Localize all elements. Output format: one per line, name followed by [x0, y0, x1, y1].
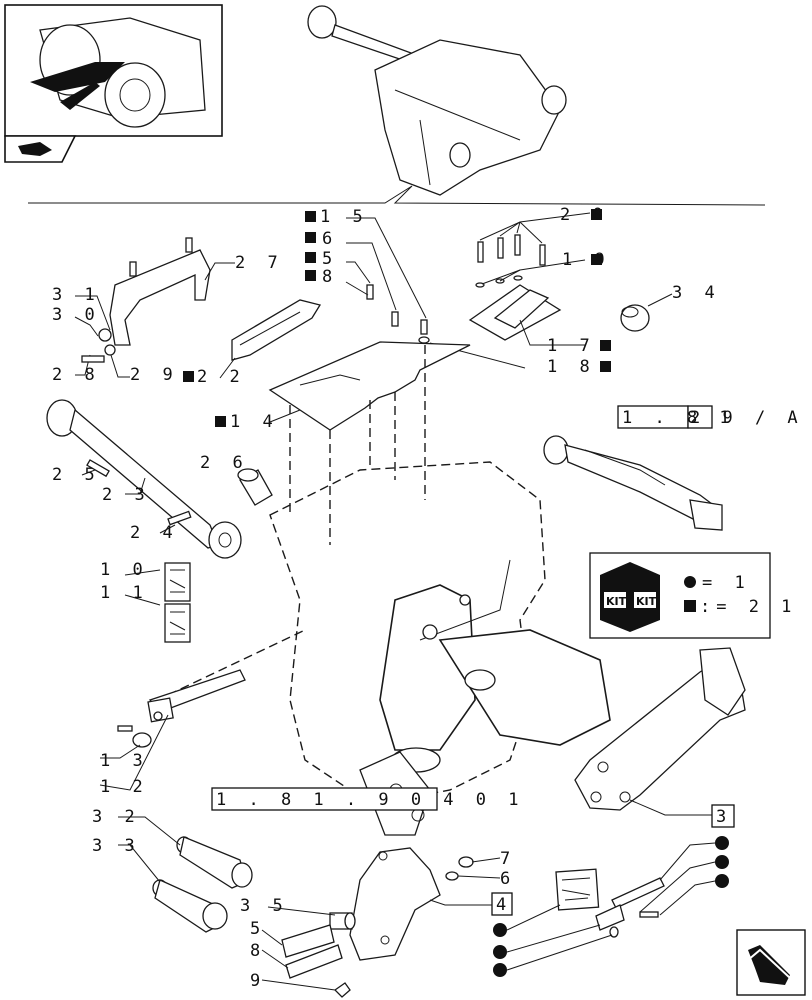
top-link[interactable]	[543, 435, 723, 531]
callout-7: 7	[500, 849, 516, 869]
callout-13: 1 3	[100, 751, 149, 771]
callout-23: 2 3	[102, 485, 151, 505]
pin-8[interactable]	[285, 944, 343, 979]
bolt-set-top[interactable]	[366, 284, 430, 344]
lower-link-arm[interactable]	[574, 647, 746, 811]
callout-11: 1 1	[100, 583, 149, 603]
decal-11[interactable]	[164, 603, 191, 643]
rubber-pad[interactable]	[620, 304, 650, 332]
lift-rod[interactable]	[147, 669, 246, 723]
cross-shaft[interactable]	[46, 399, 242, 559]
callout-34: 3 4	[672, 283, 721, 303]
sleeve[interactable]	[237, 468, 273, 506]
pin-hardware[interactable]	[81, 328, 116, 363]
reference-top-2[interactable]: 2 9 / A	[690, 408, 804, 428]
callout-15b: 5	[322, 249, 338, 269]
kit-label-1: KIT	[606, 595, 627, 608]
tractor-thumbnail[interactable]	[4, 4, 223, 137]
decal-plate[interactable]	[555, 868, 600, 911]
lever-handle[interactable]	[595, 877, 665, 938]
callout-33: 3 3	[92, 836, 141, 856]
callout-22: 2 2	[197, 367, 246, 387]
callout-35: 3 5	[240, 896, 289, 916]
clip-pin[interactable]	[117, 725, 152, 748]
kit-label-2: KIT	[636, 595, 657, 608]
callout-18b: 1 8	[547, 357, 596, 377]
category-icon[interactable]	[4, 135, 77, 163]
kit-square-entry: := 2 1	[700, 597, 797, 617]
callout-18: 8	[322, 267, 338, 287]
bushing[interactable]	[329, 912, 356, 930]
callout-30: 3 0	[52, 305, 101, 325]
decal-10[interactable]	[164, 562, 191, 602]
callout-10: 1 0	[100, 560, 149, 580]
main-frame	[269, 461, 611, 836]
kit-box-icon	[600, 562, 660, 632]
callout-15a: 1 5	[320, 207, 369, 227]
callout-32: 3 2	[92, 807, 141, 827]
bracket-plate[interactable]	[468, 234, 562, 341]
callout-27: 2 7	[235, 253, 284, 273]
callout-20: 2 0	[560, 205, 609, 225]
callout-25: 2 5	[52, 465, 101, 485]
callout-26: 2 6	[200, 453, 249, 473]
hitch-hook[interactable]	[349, 847, 441, 961]
mounting-arm[interactable]	[231, 299, 322, 361]
callout-16: 6	[322, 229, 338, 249]
callout-19: 1 9	[562, 250, 611, 270]
coupler-33[interactable]	[152, 879, 228, 933]
callout-24: 2 4	[130, 523, 179, 543]
clip-9[interactable]	[333, 982, 351, 998]
next-page-arrow-icon[interactable]	[736, 929, 806, 996]
section-divider	[28, 185, 766, 206]
callout-31: 3 1	[52, 285, 101, 305]
kit-legend	[589, 552, 771, 639]
callout-9: 9	[250, 971, 266, 991]
callout-17: 1 7	[547, 336, 596, 356]
callout-14: 1 4	[230, 412, 279, 432]
callout-3: 3	[716, 807, 732, 827]
callout-12: 1 2	[100, 777, 149, 797]
reference-bottom[interactable]: 1 . 8 1 . 9 0 4 0 1	[216, 790, 524, 810]
kit-dot-entry: = 1	[702, 573, 751, 593]
callout-29: 2 9	[130, 365, 179, 385]
callout-5: 5	[250, 919, 266, 939]
callout-28: 2 8	[52, 365, 101, 385]
reference-top-1[interactable]: 1 . 8 1	[622, 408, 736, 428]
callout-6: 6	[500, 869, 516, 889]
callout-4: 4	[496, 895, 512, 915]
rear-assembly-view	[307, 5, 567, 196]
upper-bracket[interactable]	[109, 237, 211, 346]
pin-5[interactable]	[281, 924, 335, 958]
callout-8: 8	[250, 941, 266, 961]
coupler-32[interactable]	[176, 836, 253, 889]
